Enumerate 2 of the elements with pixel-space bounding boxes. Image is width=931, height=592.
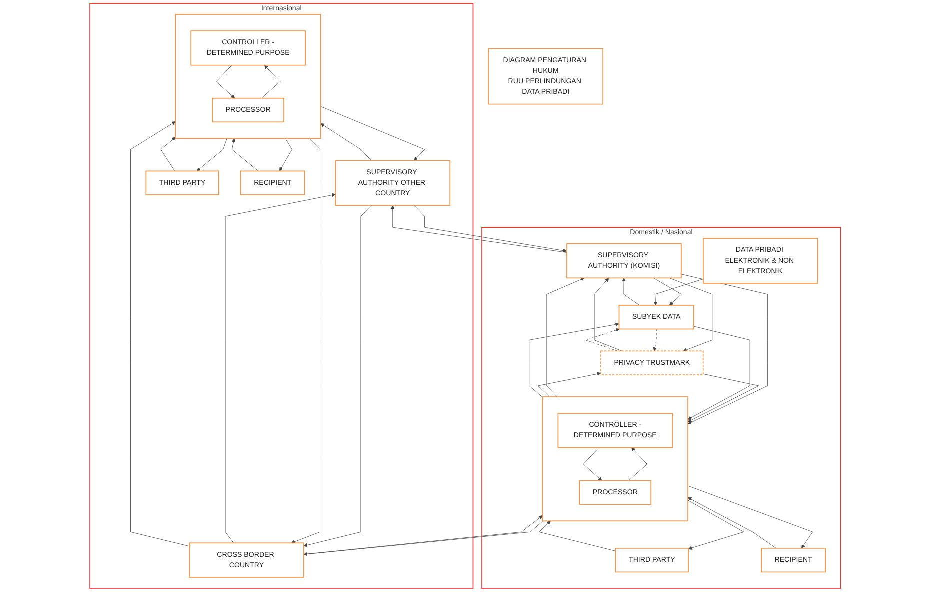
cluster (175, 14, 322, 140)
cluster (542, 396, 688, 522)
